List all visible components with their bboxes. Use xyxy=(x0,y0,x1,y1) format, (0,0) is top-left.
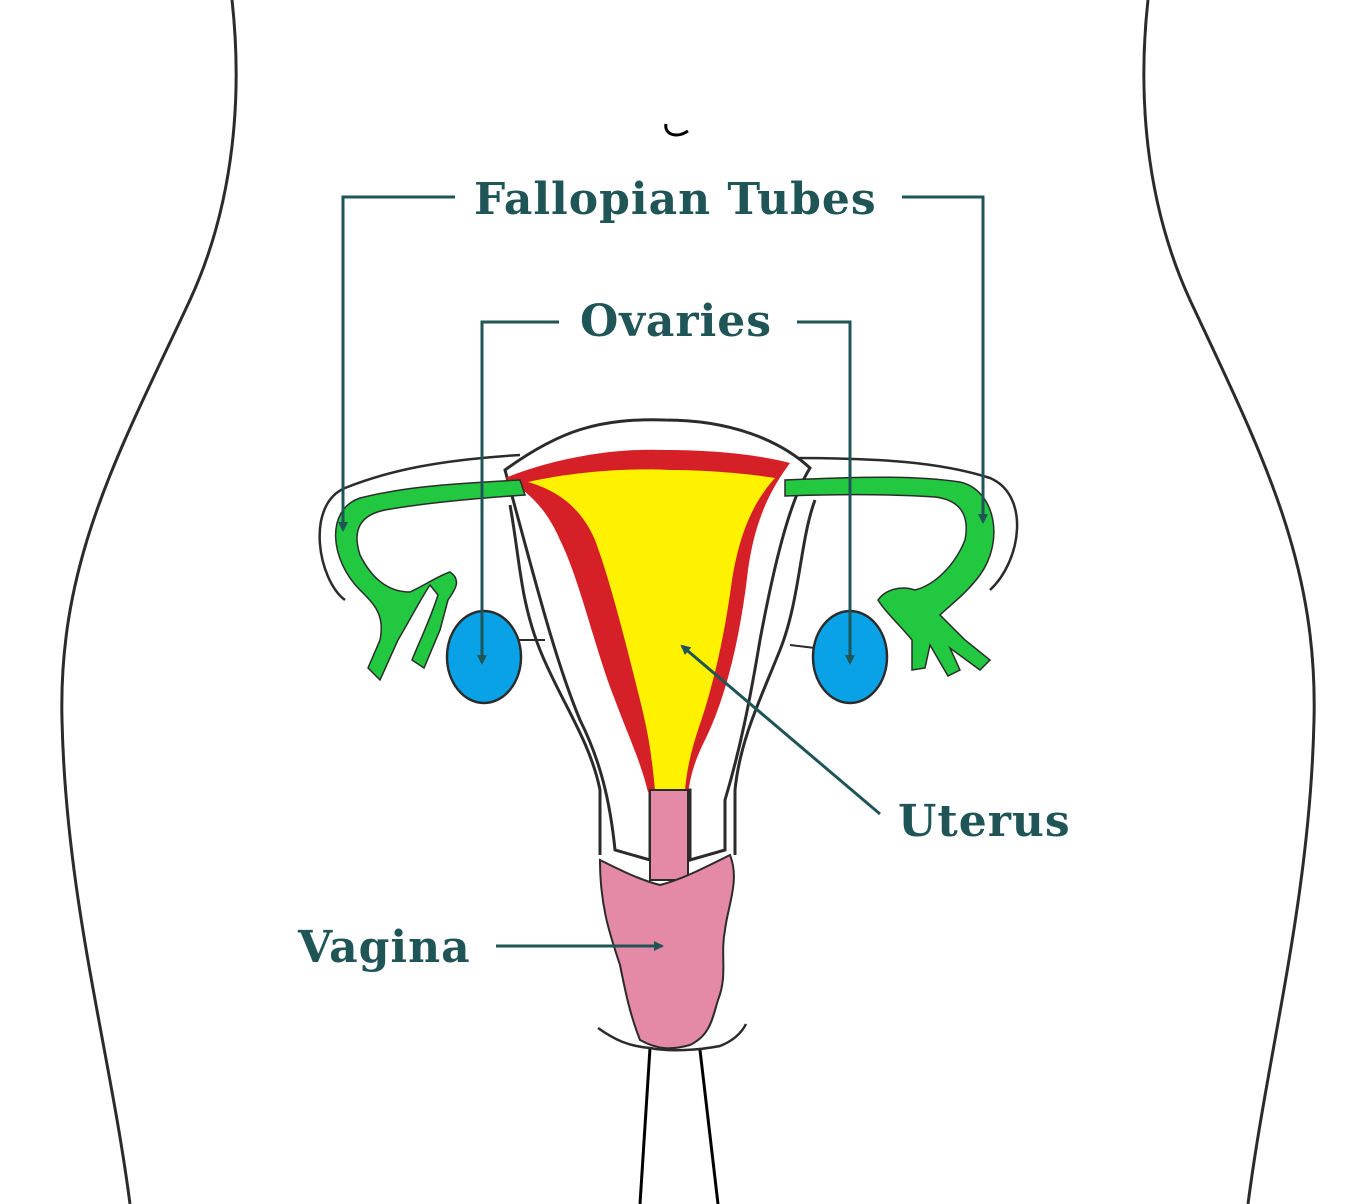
body-outline-right xyxy=(1144,0,1314,1204)
fallopian-tubes-label: Fallopian Tubes xyxy=(474,178,877,222)
ovary-left xyxy=(447,611,521,703)
vagina-shape xyxy=(600,855,734,1048)
navel xyxy=(666,124,688,135)
leg-line-right xyxy=(700,1050,718,1204)
ovary-ligament-right xyxy=(790,645,815,648)
body-outline-left xyxy=(62,0,236,1204)
uterus-label: Uterus xyxy=(898,800,1071,844)
fallopian-leader-left xyxy=(343,197,455,530)
leg-line-left xyxy=(640,1048,650,1204)
ovaries-label: Ovaries xyxy=(580,300,772,344)
vagina-label: Vagina xyxy=(298,926,471,970)
cervix xyxy=(650,790,688,880)
